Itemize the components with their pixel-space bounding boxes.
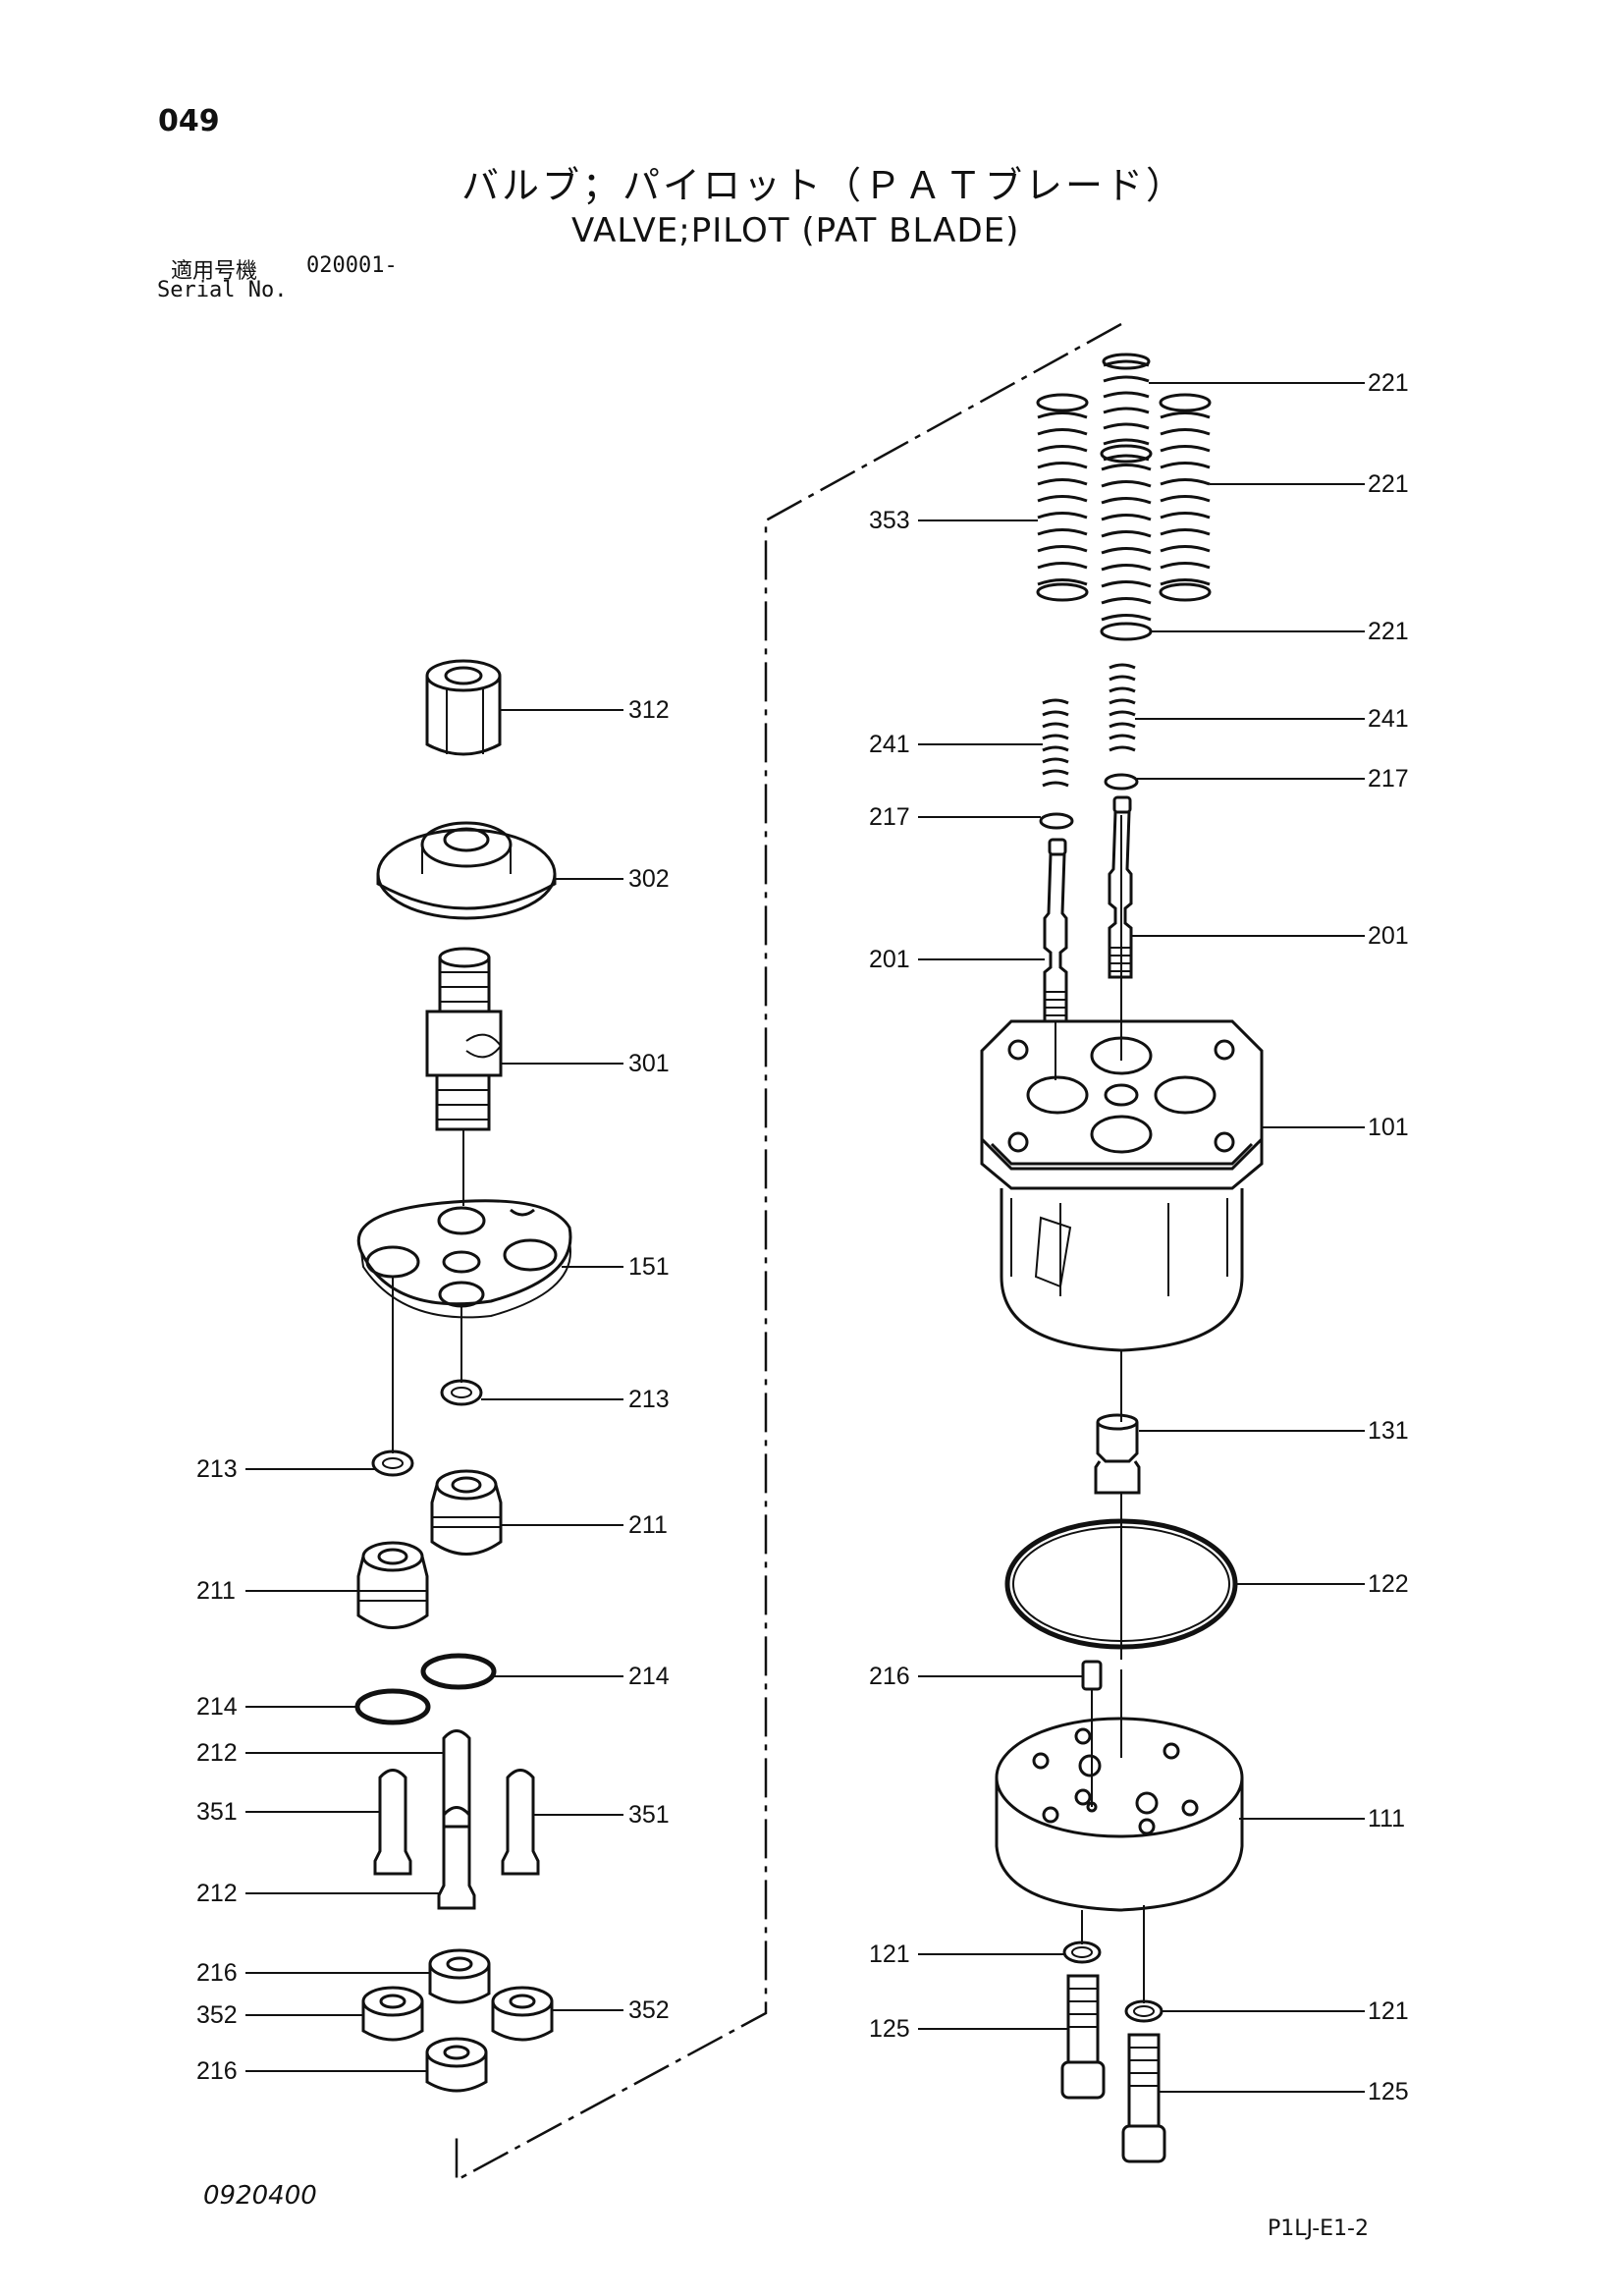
- spring-221-top: [1102, 353, 1151, 462]
- label-351-right: 351: [628, 1801, 670, 1829]
- seal-213-left: [371, 1449, 414, 1477]
- label-302: 302: [628, 865, 670, 893]
- plunger-351-right: [501, 1769, 540, 1876]
- plunger-212-bottom: [437, 1806, 476, 1910]
- bushing-211-left: [356, 1541, 429, 1629]
- serial-label-english: Serial No.: [157, 278, 288, 302]
- label-216-bottom: 216: [196, 2057, 238, 2085]
- label-201-left: 201: [869, 946, 910, 973]
- label-217-right: 217: [1368, 765, 1409, 793]
- label-151: 151: [628, 1253, 670, 1281]
- label-122: 122: [1368, 1570, 1409, 1598]
- label-121-right: 121: [1368, 1997, 1409, 2025]
- page-number: 049: [158, 104, 220, 138]
- casing-101: [980, 1019, 1264, 1352]
- label-214-left: 214: [196, 1693, 238, 1721]
- bolt-125-right: [1121, 2033, 1166, 2163]
- nut-312: [425, 659, 502, 756]
- label-352-left: 352: [196, 2001, 238, 2029]
- label-213-right: 213: [628, 1386, 670, 1413]
- part-number-labels: 221 221 221 353 241 241 217 217 201 201 …: [196, 369, 1409, 2105]
- nut-216-top: [428, 1948, 491, 2004]
- plate-151: [356, 1199, 572, 1319]
- o-ring-214-left: [354, 1688, 431, 1725]
- seal-121-right: [1124, 1999, 1163, 2023]
- label-125-left: 125: [869, 2015, 910, 2043]
- label-201-right: 201: [1368, 922, 1409, 950]
- nut-352-left: [361, 1986, 424, 2042]
- serial-range: 020001-: [306, 253, 398, 278]
- title-english: VALVE;PILOT (PAT BLADE): [571, 211, 1020, 250]
- serial-label-japanese: 適用号機: [171, 259, 258, 284]
- nut-216-bottom: [425, 2037, 488, 2093]
- left-assembly-axis: [392, 1129, 464, 1453]
- assembly-boundary-line: [455, 322, 1122, 2183]
- label-111: 111: [1368, 1805, 1405, 1832]
- washer-217-right: [1104, 773, 1139, 791]
- nut-352-right: [491, 1986, 554, 2042]
- label-221-top: 221: [1368, 369, 1409, 397]
- label-213-left: 213: [196, 1455, 238, 1483]
- label-211-left: 211: [196, 1577, 236, 1605]
- label-351-left: 351: [196, 1798, 238, 1826]
- label-241-left: 241: [869, 731, 910, 758]
- label-216-top: 216: [196, 1959, 238, 1987]
- label-221-bottom: 221: [1368, 618, 1409, 645]
- title-japanese: バルブ；パイロット（ＰＡＴブレード）: [461, 164, 1187, 207]
- seal-213-right: [440, 1379, 483, 1406]
- label-125-right: 125: [1368, 2078, 1409, 2105]
- joint-301: [425, 947, 503, 1131]
- spring-241-right: [1109, 663, 1136, 752]
- spring-221-middle: [1100, 444, 1153, 641]
- washer-217-left: [1039, 812, 1074, 830]
- plug-131: [1094, 1413, 1141, 1495]
- bushing-211-right: [430, 1469, 503, 1556]
- label-101: 101: [1368, 1114, 1409, 1141]
- spool-201-left: [1043, 838, 1068, 1023]
- footer-code: P1LJ-E1-2: [1268, 2216, 1369, 2241]
- drawing-code: 0920400: [203, 2181, 317, 2211]
- label-211-right: 211: [628, 1511, 668, 1539]
- label-217-left: 217: [869, 803, 910, 831]
- spring-221-right: [1159, 393, 1212, 602]
- seal-121-left: [1062, 1941, 1102, 1964]
- label-353: 353: [869, 507, 910, 534]
- label-312: 312: [628, 696, 670, 724]
- label-216-right: 216: [869, 1663, 910, 1690]
- label-221-middle: 221: [1368, 470, 1409, 498]
- spring-353: [1036, 393, 1089, 602]
- label-121-left: 121: [869, 1941, 910, 1968]
- label-241-right: 241: [1368, 705, 1409, 733]
- port-plate-111: [995, 1717, 1244, 1912]
- pin-216-right: [1081, 1660, 1103, 1691]
- right-assembly-axis: [1055, 815, 1145, 2003]
- bolt-125-left: [1060, 1974, 1106, 2100]
- spring-241-left: [1042, 698, 1069, 788]
- label-214-right: 214: [628, 1663, 670, 1690]
- label-301: 301: [628, 1050, 670, 1077]
- label-352-right: 352: [628, 1996, 670, 2024]
- label-131: 131: [1368, 1417, 1409, 1445]
- plunger-351-left: [373, 1769, 412, 1876]
- plate-302: [376, 821, 557, 920]
- label-212-bottom: 212: [196, 1880, 238, 1907]
- leader-lines: [245, 382, 1365, 2093]
- label-212-top: 212: [196, 1739, 238, 1767]
- o-ring-214-right: [420, 1653, 497, 1690]
- plunger-212-top: [442, 1729, 471, 1829]
